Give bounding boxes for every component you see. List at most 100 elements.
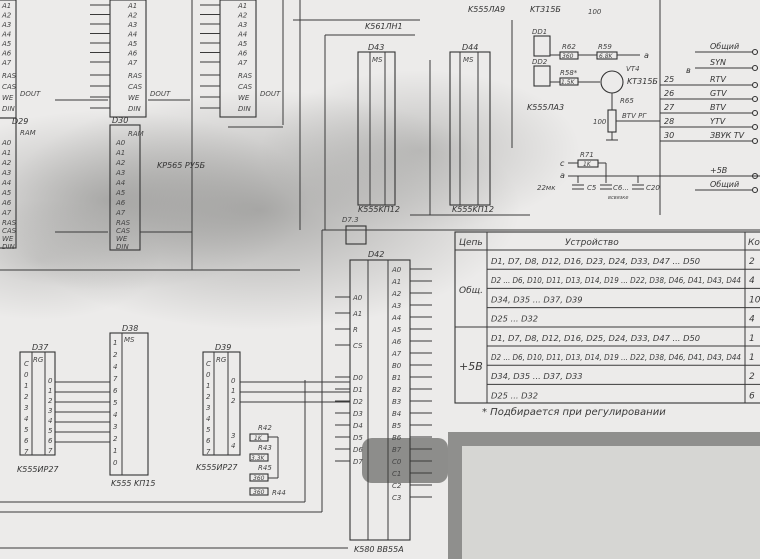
pin-label: A1	[237, 2, 247, 10]
pin-label: A2	[237, 12, 248, 20]
pin-label: 3	[24, 404, 28, 412]
pin-label: WE	[2, 94, 14, 102]
connector-pin: 26	[664, 89, 674, 98]
pin-label: A0	[352, 294, 363, 302]
pin-label: RAS	[2, 219, 17, 227]
chip-type: K555KП12	[452, 205, 494, 214]
value: 6.8K	[599, 53, 614, 60]
chip-body	[345, 225, 367, 245]
pin-label: 7	[206, 448, 211, 456]
chip-tag: RG	[216, 356, 227, 364]
chip-d38: D38 MS K555 KП15	[109, 324, 156, 488]
ref: R62	[562, 43, 576, 51]
pin-label: A2	[115, 159, 126, 167]
value: 360	[253, 475, 265, 482]
connector-pin: 28	[664, 117, 674, 126]
pin-label: D3	[353, 410, 363, 418]
chip-d29-lower-body	[0, 117, 17, 249]
scan-light-patch	[462, 446, 760, 559]
pin-label: C1	[392, 470, 401, 478]
c20-ref: C20	[646, 184, 660, 192]
device-count: 4	[749, 276, 755, 286]
device-count: 1	[749, 353, 755, 363]
pin-label: A5	[391, 326, 402, 334]
chip-tag: MS	[124, 336, 135, 344]
pin-label: A4	[237, 31, 247, 39]
connector-signal: +5В	[710, 166, 727, 175]
chip-body	[219, 0, 257, 118]
pin-label: A6	[237, 50, 248, 58]
pin-label: 1	[113, 447, 117, 455]
device-count: 10	[749, 295, 760, 305]
device-list: D1, D7, D8, D12, D16, D25, D24, D33, D47…	[491, 333, 700, 343]
device-count: 2	[749, 372, 755, 382]
net: BTV РГ	[622, 112, 647, 120]
chip-d30-body	[109, 124, 141, 251]
pin-label: 4	[113, 411, 117, 419]
pin-label: 3	[206, 404, 210, 412]
connector-terminal	[751, 81, 759, 89]
chip-body	[202, 351, 241, 456]
pin-label: A7	[391, 350, 402, 358]
net-a-label: a	[644, 51, 649, 60]
connector-pin: 30	[664, 131, 674, 140]
pin-label: A6	[115, 199, 126, 207]
pin-label: A7	[127, 59, 138, 67]
pin-label: A5	[1, 189, 12, 197]
connector-terminal	[751, 186, 759, 194]
pin-label: D0	[353, 374, 363, 382]
pin-label: D4	[353, 422, 363, 430]
connector-row: SYN	[695, 58, 759, 72]
chip-ref: D39	[215, 343, 231, 352]
pin-label: 5	[113, 399, 118, 407]
connector-terminal	[751, 48, 759, 56]
pin-label: A4	[115, 179, 125, 187]
pin-label: D6	[353, 446, 363, 454]
chip-upper-body	[109, 0, 147, 118]
pin-label: A1	[391, 278, 401, 286]
connector-terminal	[751, 123, 759, 131]
pin-label: B4	[392, 410, 401, 418]
pin-label: A3	[115, 169, 125, 177]
chip-tag: RAM	[20, 129, 36, 137]
gate-ref: DD1	[532, 28, 547, 36]
pin-label: 1	[24, 382, 28, 390]
pin-label: 2	[113, 351, 118, 359]
pin-label: CAS	[2, 227, 17, 235]
pin-label: A6	[1, 50, 12, 58]
chip-ref: D30	[112, 116, 128, 125]
ref: R45	[258, 464, 272, 472]
pin-label: 4	[231, 442, 235, 450]
connector-row: ЗВУК TV 30	[660, 131, 759, 145]
value: 3.3K	[251, 455, 266, 462]
pin-label: A0	[115, 139, 126, 147]
device-list: D2 ... D6, D10, D11, D13, D14, D19 ... D…	[491, 352, 741, 362]
pin-label: WE	[116, 235, 128, 243]
net-b-label: в	[686, 66, 691, 75]
value: 1.5K	[561, 79, 576, 86]
pin-label: 2	[113, 435, 118, 443]
pin-label: C2	[392, 482, 402, 490]
pin-label: 0	[113, 459, 118, 467]
value: 1K	[254, 435, 263, 442]
ref: R43	[258, 444, 272, 452]
power-table: Цепь Устройство Ко Общ. +5В D1, D7, D8, …	[454, 231, 760, 418]
connector-pin: 25	[664, 75, 674, 84]
pin-label: A4	[127, 31, 137, 39]
net-a-label: a	[560, 171, 565, 180]
pin-label: 3	[231, 432, 235, 440]
chip-d42: D42 K580 BB55A	[349, 250, 411, 554]
chip-type: K555 KП15	[111, 479, 156, 488]
pin-label: A5	[237, 40, 248, 48]
pin-label: CAS	[128, 83, 143, 91]
connector-terminal	[751, 137, 759, 145]
connector-row: Общий	[695, 180, 759, 194]
chip-ref: D29	[12, 117, 28, 126]
connector-signal: ЗВУК TV	[710, 131, 745, 140]
chip-d43: D43 MS K555KП12	[357, 43, 400, 214]
pin-label: 7	[113, 375, 118, 383]
pin-label: A3	[237, 21, 247, 29]
value: 360	[562, 53, 574, 60]
pin-label: R	[353, 326, 358, 334]
